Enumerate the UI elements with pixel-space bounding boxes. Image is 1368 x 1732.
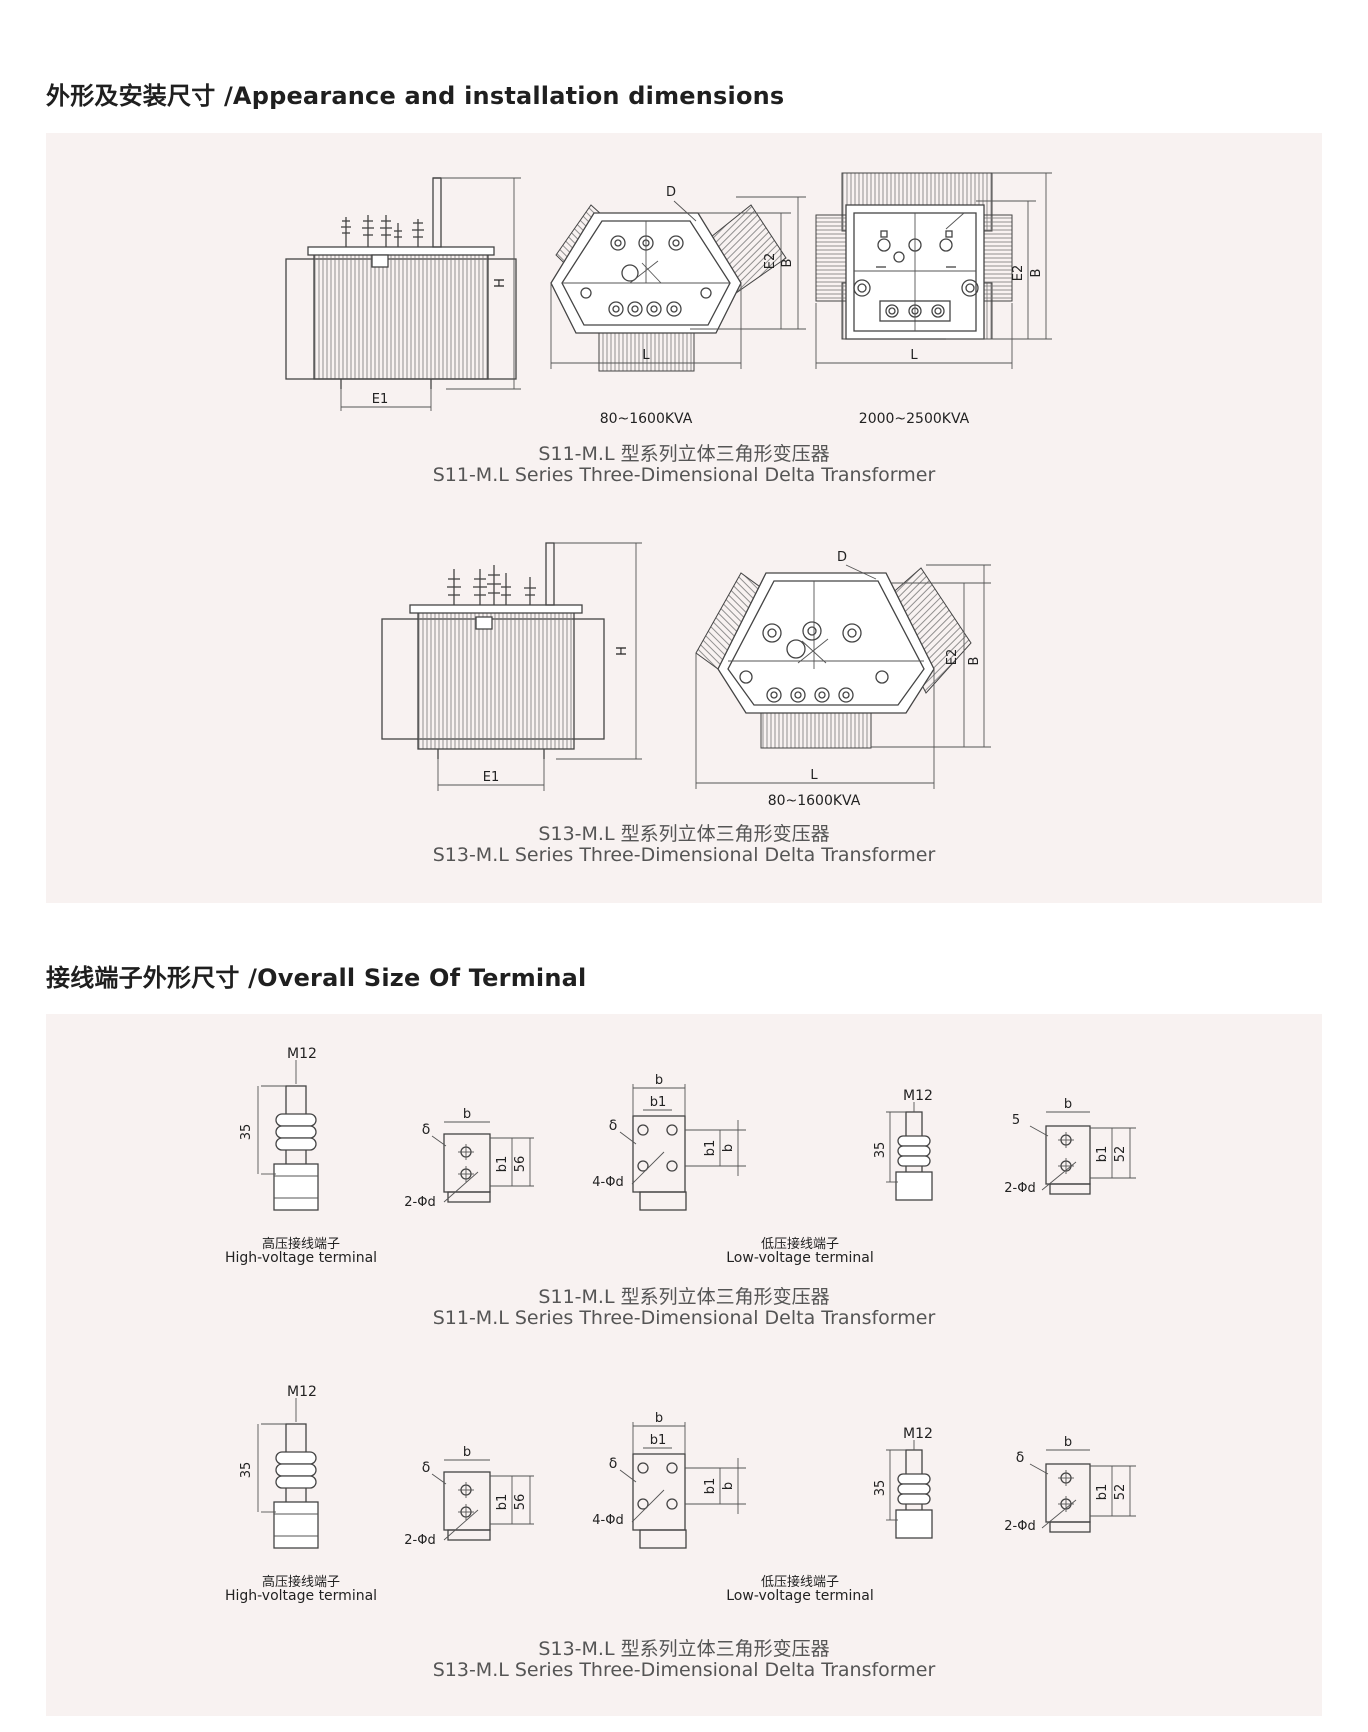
hv-pad-2phid: 2-Φd xyxy=(404,1195,435,1210)
terminal-panel: 35 M12 b b1 56 δ 2-Φd xyxy=(46,1014,1322,1716)
hv-pad-56: 56 xyxy=(513,1494,528,1511)
s13-delta-top-view: D E2 B L 80~1600KVA xyxy=(695,550,991,809)
lv-pad-b-v: b xyxy=(721,1482,736,1490)
dim-d-label: D xyxy=(666,185,676,200)
hv-pad-delta: δ xyxy=(422,1122,431,1138)
lv-pad2-52: 52 xyxy=(1113,1146,1128,1163)
dim-b-square-label: B xyxy=(1029,269,1044,278)
terminal-drawings: 35 M12 b b1 56 δ 2-Φd xyxy=(225,1046,1136,1604)
hv-pad-b: b xyxy=(463,1445,471,1460)
lv-pad-b1-v: b1 xyxy=(703,1478,718,1495)
dim-e2-s13-label: E2 xyxy=(945,649,960,666)
hv-terminal-cn: 高压接线端子 xyxy=(262,1236,340,1252)
lv-terminal-en: Low-voltage terminal xyxy=(726,1588,874,1604)
terminal-caption-s13-cn: S13-M.L 型系列立体三角形变压器 xyxy=(538,1638,830,1660)
hv-pad-drawing: b b1 56 δ 2-Φd xyxy=(404,1445,534,1548)
dim-b-label: B xyxy=(780,259,795,268)
lv-m12-label: M12 xyxy=(903,1088,933,1104)
lv-terminal-cn: 低压接线端子 xyxy=(761,1574,839,1590)
lv-pad-2-drawing: b b1 52 5 2-Φd xyxy=(1004,1097,1136,1196)
hv-terminal-en: High-voltage terminal xyxy=(225,1588,377,1604)
caption-s13-cn: S13-M.L 型系列立体三角形变压器 xyxy=(538,823,830,845)
section-title-terminal: 接线端子外形尺寸 /Overall Size Of Terminal xyxy=(46,964,587,992)
dim-l-s13-label: L xyxy=(810,768,818,783)
lv-dim-35: 35 xyxy=(873,1480,888,1497)
lv-pad2-5: 5 xyxy=(1012,1113,1020,1128)
lv-pad2-b1: b1 xyxy=(1095,1146,1110,1163)
hv-m12-label: M12 xyxy=(287,1046,317,1062)
lv-pad-delta: δ xyxy=(609,1456,618,1472)
lv-pad2-2phid: 2-Φd xyxy=(1004,1519,1035,1534)
caption-s11-en: S11-M.L Series Three-Dimensional Delta T… xyxy=(432,464,936,486)
dim-e1-label: E1 xyxy=(372,392,389,407)
lv-pad-b: b xyxy=(655,1073,663,1088)
s11-delta-top-view: D E2 B L 80~1600KVA xyxy=(550,185,806,427)
lv-pad-b: b xyxy=(655,1411,663,1426)
lv-pad2-2phid: 2-Φd xyxy=(1004,1181,1035,1196)
appearance-drawings: H E1 xyxy=(285,172,1052,809)
hv-pad-b1: b1 xyxy=(495,1494,510,1511)
dim-h-label: H xyxy=(493,278,508,288)
dim-e1-s13-label: E1 xyxy=(483,770,500,785)
hv-pad-b1: b1 xyxy=(495,1156,510,1173)
dim-b-s13-label: B xyxy=(967,657,982,666)
lv-pad-b1: b1 xyxy=(650,1095,667,1110)
lv-pad-b-v: b xyxy=(721,1144,736,1152)
range-label-80-1600: 80~1600KVA xyxy=(600,411,693,427)
hv-pad-56: 56 xyxy=(513,1156,528,1173)
lv-pad2-b1: b1 xyxy=(1095,1484,1110,1501)
terminal-row-2: 35 M12 b b1 56 δ 2-Φd xyxy=(225,1384,1136,1604)
terminal-row-1: 35 M12 b b1 56 δ 2-Φd xyxy=(225,1046,1136,1266)
dim-l-label: L xyxy=(642,348,650,363)
hv-dim-35: 35 xyxy=(239,1124,254,1141)
hv-terminal-drawing: 35 M12 xyxy=(239,1384,319,1549)
lv-pad2-delta: δ xyxy=(1016,1450,1025,1466)
terminal-caption-s11-cn: S11-M.L 型系列立体三角形变压器 xyxy=(538,1286,830,1308)
hv-m12-label: M12 xyxy=(287,1384,317,1400)
appearance-panel: H E1 xyxy=(46,133,1322,903)
dim-l-square-label: L xyxy=(910,348,918,363)
lv-terminal-cn: 低压接线端子 xyxy=(761,1236,839,1252)
lv-pad-delta: δ xyxy=(609,1118,618,1134)
lv-terminal-en: Low-voltage terminal xyxy=(726,1250,874,1266)
s13-front-view: H E1 xyxy=(381,542,642,791)
lv-pad-2-drawing: b b1 52 δ 2-Φd xyxy=(1004,1435,1136,1534)
range-label-s13-80-1600: 80~1600KVA xyxy=(768,793,861,809)
lv-dim-35: 35 xyxy=(873,1142,888,1159)
lv-pad-b1: b1 xyxy=(650,1433,667,1448)
caption-s13-en: S13-M.L Series Three-Dimensional Delta T… xyxy=(432,844,936,866)
hv-pad-drawing: b b1 56 δ 2-Φd xyxy=(404,1107,534,1210)
hv-terminal-en: High-voltage terminal xyxy=(225,1250,377,1266)
lv-pad-b1-v: b1 xyxy=(703,1140,718,1157)
hv-terminal-drawing: 35 M12 xyxy=(239,1046,319,1211)
section-title-appearance: 外形及安装尺寸 /Appearance and installation dim… xyxy=(46,82,785,110)
hv-dim-35: 35 xyxy=(239,1462,254,1479)
lv-pad-4-drawing: b b1 b1 b δ 4-Φd xyxy=(592,1411,746,1549)
lv-terminal-drawing: 35 M12 xyxy=(873,1088,933,1201)
lv-pad2-b: b xyxy=(1064,1097,1072,1112)
lv-terminal-drawing: 35 M12 xyxy=(873,1426,933,1539)
lv-pad-4-drawing: b b1 b1 b δ 4-Φd xyxy=(592,1073,746,1211)
caption-s11-cn: S11-M.L 型系列立体三角形变压器 xyxy=(538,443,830,465)
s11-square-top-view: E2 B L 2000~2500KVA xyxy=(815,172,1052,427)
lv-m12-label: M12 xyxy=(903,1426,933,1442)
hv-terminal-cn: 高压接线端子 xyxy=(262,1574,340,1590)
dim-h-s13-label: H xyxy=(615,646,630,656)
dim-e2-label: E2 xyxy=(763,253,778,270)
s11-front-view: H E1 xyxy=(285,177,521,411)
lv-pad-4phid: 4-Φd xyxy=(592,1513,623,1528)
range-label-2000-2500: 2000~2500KVA xyxy=(859,411,970,427)
lv-pad-4phid: 4-Φd xyxy=(592,1175,623,1190)
lv-pad2-b: b xyxy=(1064,1435,1072,1450)
terminal-caption-s11-en: S11-M.L Series Three-Dimensional Delta T… xyxy=(432,1307,936,1329)
dim-d-s13-label: D xyxy=(837,550,847,565)
hv-pad-delta: δ xyxy=(422,1460,431,1476)
lv-pad2-52: 52 xyxy=(1113,1484,1128,1501)
hv-pad-2phid: 2-Φd xyxy=(404,1533,435,1548)
hv-pad-b: b xyxy=(463,1107,471,1122)
dim-e2-square-label: E2 xyxy=(1011,265,1026,282)
terminal-caption-s13-en: S13-M.L Series Three-Dimensional Delta T… xyxy=(432,1659,936,1681)
